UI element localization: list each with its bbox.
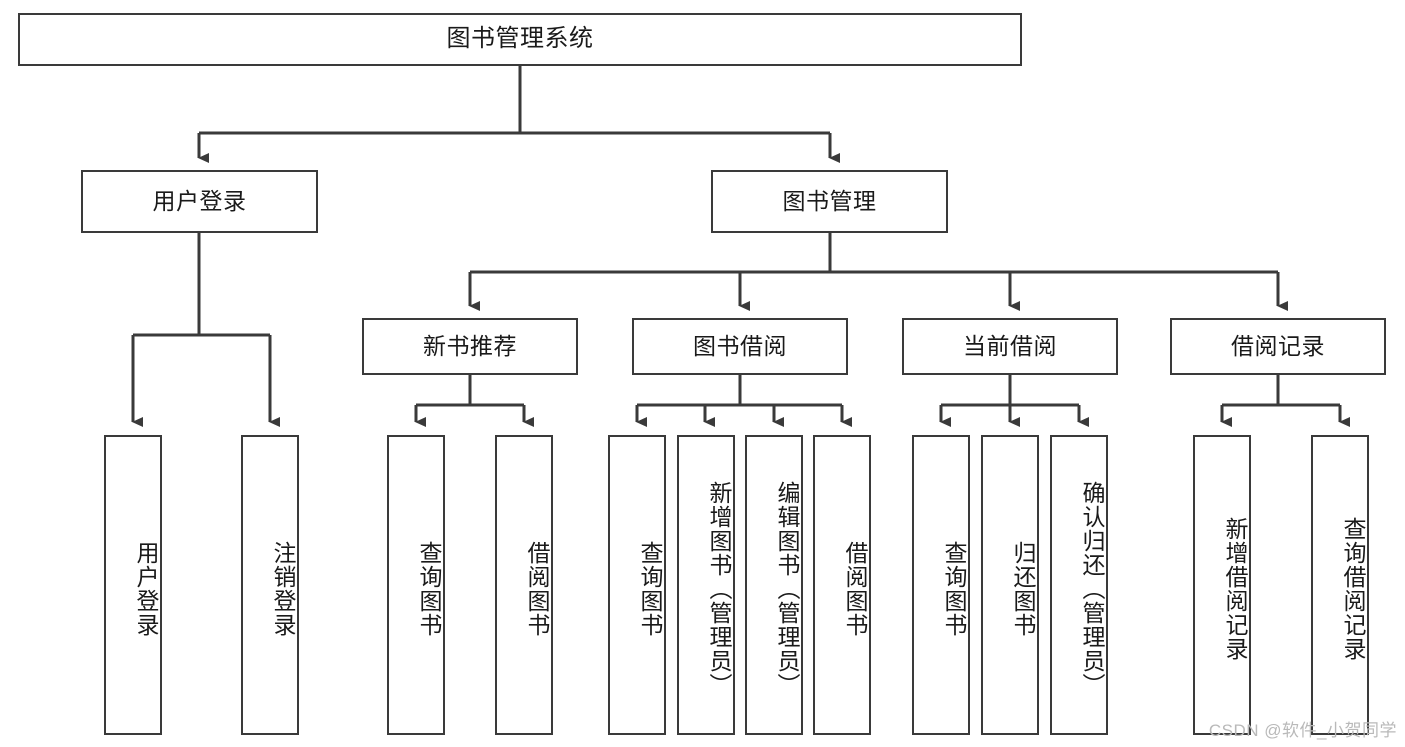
leaf-new-book-query[interactable]: 查询图书 <box>387 435 445 735</box>
node-label: 图书管理 <box>782 187 877 214</box>
leaf-borrow-edit-book-admin[interactable]: 编辑图书（管理员） <box>745 435 803 735</box>
leaf-current-query-book[interactable]: 查询图书 <box>912 435 970 735</box>
node-label: 确认归还（管理员） <box>1079 481 1105 697</box>
node-label: 编辑图书（管理员） <box>774 481 800 697</box>
node-label: 查询图书 <box>637 541 663 637</box>
node-label: 归还图书 <box>1010 541 1036 637</box>
watermark: CSDN @软件_小贺同学 <box>1208 721 1397 740</box>
leaf-new-book-borrow[interactable]: 借阅图书 <box>495 435 553 735</box>
node-label: 借阅图书 <box>842 541 868 637</box>
node-label: 当前借阅 <box>963 332 1057 359</box>
leaf-borrow-add-book-admin[interactable]: 新增图书（管理员） <box>677 435 735 735</box>
node-label: 注销登录 <box>270 541 296 637</box>
node-label: 图书管理系统 <box>446 25 594 53</box>
leaf-borrow-borrow-book[interactable]: 借阅图书 <box>813 435 871 735</box>
node-label: 用户登录 <box>133 541 159 637</box>
node-label: 图书借阅 <box>693 332 787 359</box>
node-label: 查询图书 <box>941 541 967 637</box>
leaf-record-add-record[interactable]: 新增借阅记录 <box>1193 435 1251 735</box>
leaf-current-confirm-return-admin[interactable]: 确认归还（管理员） <box>1050 435 1108 735</box>
node-book-borrow[interactable]: 图书借阅 <box>632 318 848 375</box>
node-label: 查询借阅记录 <box>1340 517 1366 661</box>
node-label: 新增图书（管理员） <box>706 481 732 697</box>
node-root-book-management-system[interactable]: 图书管理系统 <box>18 13 1022 66</box>
leaf-record-query-record[interactable]: 查询借阅记录 <box>1311 435 1369 735</box>
node-label: 借阅图书 <box>524 541 550 637</box>
node-user-login[interactable]: 用户登录 <box>81 170 318 233</box>
node-label: 新书推荐 <box>423 332 517 359</box>
node-borrow-record[interactable]: 借阅记录 <box>1170 318 1386 375</box>
leaf-current-return-book[interactable]: 归还图书 <box>981 435 1039 735</box>
node-label: 借阅记录 <box>1231 332 1325 359</box>
leaf-user-login-logout[interactable]: 注销登录 <box>241 435 299 735</box>
node-label: 新增借阅记录 <box>1222 517 1248 661</box>
node-label: 用户登录 <box>152 187 247 214</box>
node-label: 查询图书 <box>416 541 442 637</box>
node-new-book-recommend[interactable]: 新书推荐 <box>362 318 578 375</box>
leaf-borrow-query-book[interactable]: 查询图书 <box>608 435 666 735</box>
leaf-user-login-login[interactable]: 用户登录 <box>104 435 162 735</box>
node-current-borrow[interactable]: 当前借阅 <box>902 318 1118 375</box>
node-book-management[interactable]: 图书管理 <box>711 170 948 233</box>
